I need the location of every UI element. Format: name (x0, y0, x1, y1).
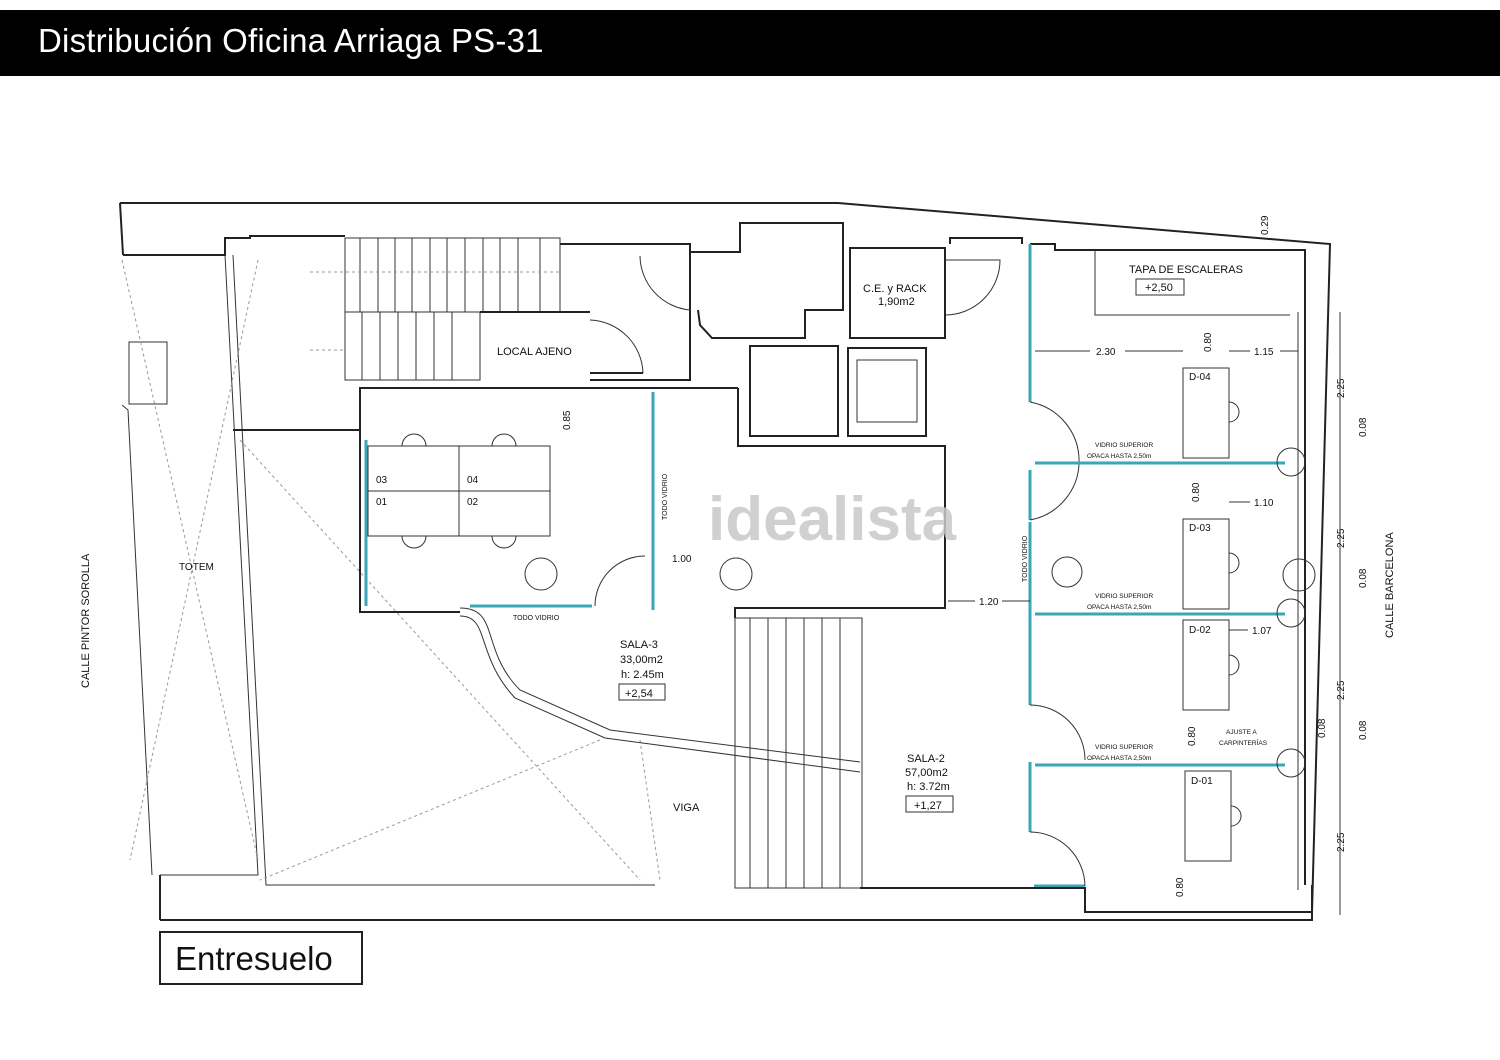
dimension: 2.25 (1336, 832, 1347, 852)
desk-label: 04 (467, 475, 479, 486)
dimension: 2.25 (1336, 378, 1347, 398)
adjust-note: CARPINTERÍAS (1219, 738, 1268, 747)
page-title: Distribución Oficina Arriaga PS-31 (38, 22, 544, 59)
viga-label: VIGA (673, 802, 700, 814)
office-desk-label: D-04 (1189, 372, 1211, 383)
office-desk-label: D-01 (1191, 776, 1213, 787)
glass-note: VIDRIO SUPERIOR (1095, 442, 1153, 449)
dimension: 2.25 (1336, 680, 1347, 700)
office-desk-label: D-03 (1189, 523, 1211, 534)
outer-walls (119, 202, 1332, 921)
dimensions: 2.30 1.15 1.10 1.07 1.20 0.80 0.80 0.80 … (948, 215, 1369, 897)
sala3-area: 33,00m2 (620, 654, 663, 666)
glass-note: OPACA HASTA 2,50m (1087, 604, 1151, 611)
glass-notes: VIDRIO SUPERIOR OPACA HASTA 2,50m VIDRIO… (1022, 442, 1268, 762)
glass-note: VIDRIO SUPERIOR (1095, 593, 1153, 600)
tapa-level: +2,50 (1145, 282, 1173, 294)
ce-rack-label: C.E. y RACK (863, 283, 927, 295)
dimension: 0.08 (1358, 417, 1369, 437)
sala2-level: +1,27 (914, 800, 942, 812)
glass-note: OPACA HASTA 2,50m (1087, 755, 1151, 762)
dimension: 0.08 (1317, 718, 1328, 738)
sala-3: 03 04 01 02 TODO VIDRIO TODO VIDRIO 0.85… (233, 387, 861, 773)
street-label-left: CALLE PINTOR SOROLLA (80, 553, 92, 688)
desk-label: 01 (376, 497, 388, 508)
glass-note: TODO VIDRIO (662, 473, 669, 520)
dimension: 0.80 (1203, 332, 1214, 352)
dimension: 0.08 (1358, 568, 1369, 588)
glass-note: VIDRIO SUPERIOR (1095, 744, 1153, 751)
sala-2: D-04 D-03 D-02 D-01 TAPA DE ESCALERAS +2… (860, 215, 1369, 915)
dimension: 2.25 (1336, 528, 1347, 548)
dimension: 0.85 (562, 410, 573, 430)
dimension: 2.30 (1096, 347, 1116, 358)
office-desk-label: D-02 (1189, 625, 1211, 636)
sala3-level: +2,54 (625, 688, 653, 700)
dimension: 0.80 (1175, 877, 1186, 897)
watermark: idealista (708, 485, 957, 554)
stairs-bottom: VIGA TOTEM (179, 562, 863, 889)
glass-note: TODO VIDRIO (513, 615, 560, 622)
floor-label: Entresuelo (159, 931, 363, 985)
dimension: 0.80 (1191, 482, 1202, 502)
desk-label: 03 (376, 475, 388, 486)
desk-label: 02 (467, 497, 479, 508)
dimension: 0.80 (1187, 726, 1198, 746)
sala3-name: SALA-3 (620, 639, 658, 651)
title-bar: Distribución Oficina Arriaga PS-31 (0, 10, 1500, 76)
dimension: 0.29 (1260, 215, 1271, 235)
sala2-name: SALA-2 (907, 753, 945, 765)
street-label-right: CALLE BARCELONA (1384, 532, 1396, 638)
dimension: 1.07 (1252, 626, 1272, 637)
dimension: 0.08 (1358, 720, 1369, 740)
ce-rack-area: 1,90m2 (878, 296, 915, 308)
adjust-note: AJUSTE A (1226, 729, 1257, 736)
local-ajeno: LOCAL AJENO (480, 243, 691, 381)
sala2-area: 57,00m2 (905, 767, 948, 779)
sala3-height: h: 2.45m (621, 669, 664, 681)
totem-label: TOTEM (179, 562, 214, 573)
dimension: 1.20 (979, 597, 999, 608)
stairs-top (310, 237, 561, 381)
glass-note: OPACA HASTA 2,50m (1087, 453, 1151, 460)
local-ajeno-label: LOCAL AJENO (497, 346, 572, 358)
core-shafts: C.E. y RACK 1,90m2 (639, 222, 1001, 618)
dimension: 1.10 (1254, 498, 1274, 509)
tapa-label: TAPA DE ESCALERAS (1129, 264, 1243, 276)
dimension: 1.00 (672, 554, 692, 565)
glass-note: TODO VIDRIO (1022, 535, 1029, 582)
dimension: 1.15 (1254, 347, 1274, 358)
sala2-height: h: 3.72m (907, 781, 950, 793)
